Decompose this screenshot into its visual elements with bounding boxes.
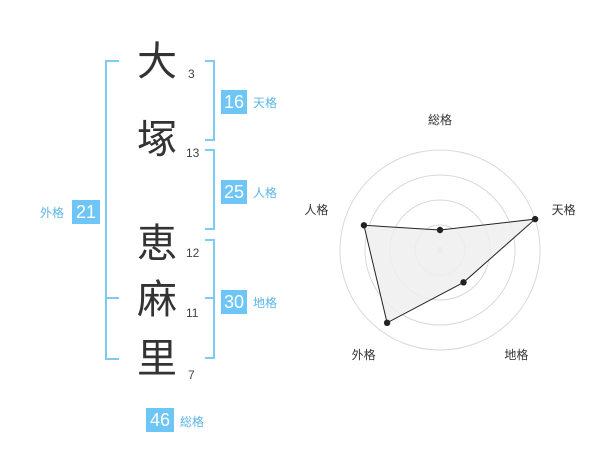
radar-point-2 (531, 215, 539, 223)
chikaku-bracket (205, 239, 215, 359)
radar-axis-label-1: 総格 (428, 112, 452, 127)
jinkaku-label: 人格 (253, 186, 278, 200)
gaikaku-score: 21 (72, 200, 100, 224)
name-char-5: 里 (137, 336, 177, 382)
radar-axis-label-2: 天格 (552, 202, 576, 217)
name-char-4: 麻 (137, 277, 177, 323)
name-char-1: 大 (137, 39, 177, 85)
radar-axis-label-3: 地格 (504, 347, 528, 362)
gaikaku-bracket (105, 60, 119, 360)
chikaku-label: 地格 (253, 296, 278, 310)
soukaku-score: 46 (146, 408, 174, 432)
name-char-3: 恵 (137, 221, 177, 267)
radar-axis-label-5: 人格 (304, 202, 328, 217)
chikaku-bracket-tick (205, 297, 215, 299)
radar-series-shape (363, 218, 537, 324)
radar-point-5 (360, 222, 368, 229)
stroke-count-2: 13 (186, 146, 200, 160)
jinkaku-bracket (205, 149, 215, 230)
chikaku-score: 30 (221, 290, 247, 314)
radar-axis-label-4: 外格 (352, 347, 376, 362)
soukaku-label: 総格 (180, 415, 205, 429)
radar-point-1 (436, 226, 444, 234)
stroke-count-4: 11 (186, 306, 199, 320)
radar-point-4 (383, 319, 391, 327)
stroke-count-5: 7 (188, 368, 195, 382)
tenkaku-score: 16 (221, 90, 247, 114)
gaikaku-bracket-tick (105, 297, 119, 299)
radar-ring (364, 174, 516, 326)
gaikaku-label: 外格 (40, 206, 65, 220)
radar-point-3 (460, 279, 467, 286)
radar-ring (339, 149, 541, 351)
tenkaku-bracket (205, 60, 215, 141)
stroke-count-3: 12 (186, 246, 200, 260)
tenkaku-label: 天格 (253, 96, 278, 110)
name-char-2: 塚 (137, 117, 177, 163)
jinkaku-score: 25 (221, 180, 247, 204)
stroke-count-1: 3 (188, 67, 195, 81)
